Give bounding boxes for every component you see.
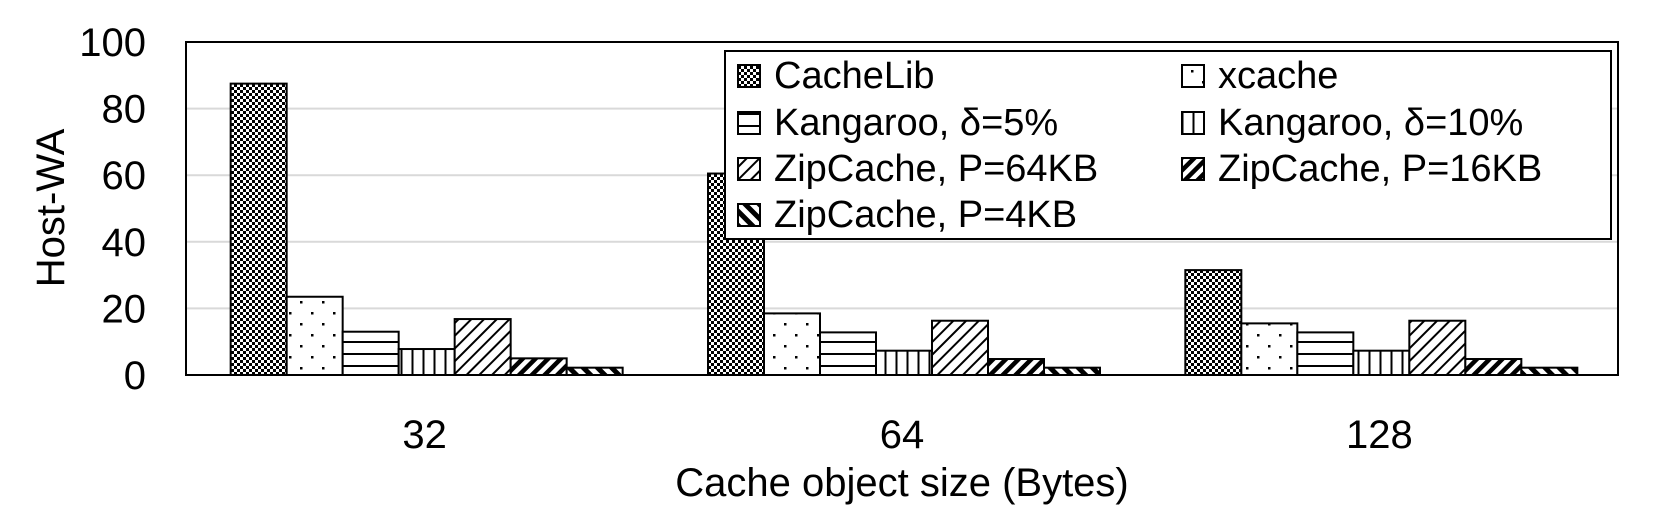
- legend-label: CacheLib: [774, 55, 935, 97]
- legend-label: ZipCache, P=16KB: [1218, 148, 1542, 190]
- bar-hlines-32: [341, 330, 400, 376]
- bar-checker-32: [229, 82, 288, 376]
- legend-swatch-diag-bold: [737, 203, 761, 227]
- bar-diag-bold-64: [1043, 366, 1101, 377]
- y-tick-label: 100: [79, 21, 146, 65]
- x-category-label: 64: [880, 413, 925, 457]
- legend-swatch-dots: [1181, 64, 1205, 88]
- bar-hlines-64: [819, 331, 877, 377]
- bar-dots-128: [1240, 322, 1299, 377]
- legend-label: Kangaroo, δ=5%: [774, 102, 1058, 144]
- plot-frame: [185, 41, 1619, 376]
- bar-dots-64: [763, 312, 821, 376]
- x-category-label: 32: [402, 413, 447, 457]
- legend-swatch-diag-thick: [1181, 157, 1205, 181]
- x-category-labels: 32 64 128: [402, 413, 1412, 457]
- legend-swatch-hlines: [737, 111, 761, 135]
- y-axis-label: Host-WA: [29, 128, 73, 287]
- bar-diag-thick-128: [1464, 358, 1523, 376]
- x-category-label: 128: [1346, 413, 1413, 457]
- bar-vlines-64: [875, 349, 933, 377]
- legend-label: xcache: [1218, 55, 1338, 97]
- y-tick-label: 80: [102, 88, 147, 132]
- bar-checker-128: [1184, 269, 1243, 377]
- y-tick-labels: 0 20 40 60 80 100: [79, 21, 146, 398]
- bar-diag-thin-32: [453, 318, 512, 376]
- bar-diag-thick-32: [509, 357, 568, 377]
- legend-swatch-vlines: [1181, 111, 1205, 135]
- bar-diag-thick-64: [987, 358, 1045, 376]
- legend-label: ZipCache, P=4KB: [774, 194, 1077, 236]
- y-tick-label: 20: [102, 287, 147, 331]
- bar-diag-thin-64: [931, 319, 989, 377]
- bar-hlines-128: [1296, 331, 1355, 377]
- bar-vlines-128: [1352, 349, 1411, 377]
- legend-label: ZipCache, P=64KB: [774, 148, 1098, 190]
- legend-label: Kangaroo, δ=10%: [1218, 102, 1523, 144]
- bar-dots-32: [285, 295, 344, 376]
- legend-swatch-checker: [737, 64, 761, 88]
- bar-vlines-32: [397, 348, 456, 376]
- legend-swatch-diag-thin: [737, 157, 761, 181]
- bar-diag-bold-128: [1520, 366, 1579, 377]
- y-tick-label: 40: [102, 221, 147, 265]
- legend-box: [724, 50, 1612, 240]
- x-axis-label: Cache object size (Bytes): [675, 461, 1129, 505]
- y-tick-label: 60: [102, 154, 147, 198]
- bar-diag-thin-128: [1408, 319, 1467, 377]
- bar-diag-bold-32: [565, 366, 624, 377]
- y-tick-label: 0: [124, 354, 146, 398]
